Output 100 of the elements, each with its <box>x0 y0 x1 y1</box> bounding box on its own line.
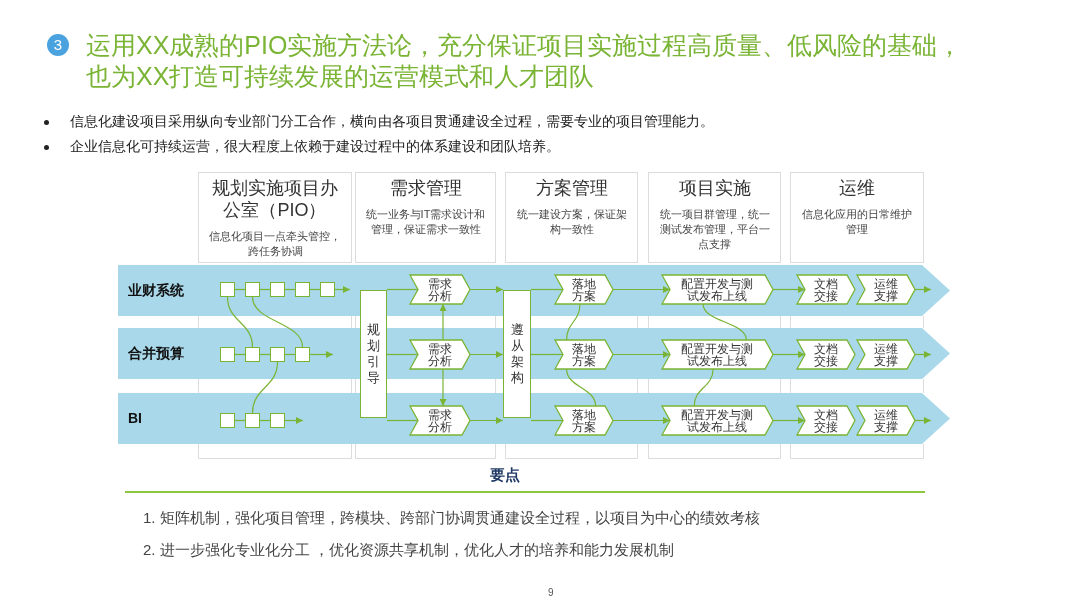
arrow <box>772 351 806 358</box>
step-label: 文档交接 <box>813 277 839 302</box>
step-label: 运维支撑 <box>873 408 899 433</box>
stage-heading: 方案管理 <box>535 177 609 199</box>
connector-line <box>234 353 246 356</box>
arrow <box>914 351 932 358</box>
step-label: 运维支撑 <box>873 342 899 367</box>
step-label: 文档交接 <box>813 342 839 367</box>
arrow <box>309 351 334 358</box>
step-label: 文档交接 <box>813 408 839 433</box>
box-label: 遵从架构 <box>510 321 524 387</box>
connector-line <box>702 303 747 341</box>
stage-heading: 项目实施 <box>678 177 752 199</box>
connector-line <box>251 296 304 348</box>
connector-line <box>530 288 564 291</box>
step-label: 落地方案 <box>571 408 597 433</box>
stage-heading: 需求管理 <box>388 177 463 199</box>
connector-line <box>259 353 271 356</box>
arrow <box>612 417 671 424</box>
step-label: 需求分析 <box>427 277 453 302</box>
step-label: 落地方案 <box>571 342 597 367</box>
connector-line <box>693 368 714 407</box>
arrow <box>612 286 671 293</box>
step-square <box>220 413 235 428</box>
bullet-text: 企业信息化可持续运营，很大程度上依赖于建设过程中的体系建设和团队培养。 <box>70 138 560 156</box>
stage-panel <box>198 172 352 263</box>
guide-box <box>360 290 387 418</box>
step-square <box>295 282 310 297</box>
process-box <box>662 275 773 304</box>
step-square <box>245 347 260 362</box>
connector-line <box>234 419 246 422</box>
connector-line <box>530 419 564 422</box>
page-number: 9 <box>548 587 554 598</box>
stage-heading: 规划实施项目办公室（PIO） <box>211 177 339 221</box>
box-label: 规划引导 <box>367 321 380 387</box>
stage-panel <box>355 172 496 263</box>
lane-label: 合并预算 <box>128 344 184 363</box>
connector-line <box>386 419 419 422</box>
connector-line <box>259 419 271 422</box>
stage-panel <box>648 172 781 263</box>
stage-description: 统一项目群管理，统一测试发布管理，平台一点支撑 <box>658 207 771 252</box>
swimlane-band <box>118 393 950 444</box>
step-square <box>220 347 235 362</box>
connector-line <box>566 303 581 341</box>
connector-line <box>386 288 419 291</box>
step-square <box>320 282 335 297</box>
key-point-text: 1. 矩阵机制，强化项目管理，跨模块、跨部门协调贯通建设全过程，以项目为中心的绩效考核 <box>143 509 760 528</box>
step-label: 配置开发与测试发布上线 <box>680 277 755 302</box>
arrow <box>469 417 504 424</box>
step-number: 3 <box>47 34 69 56</box>
arrow <box>772 286 806 293</box>
arrow <box>284 417 304 424</box>
arrow <box>914 417 932 424</box>
connector-line <box>234 288 246 291</box>
connector-line <box>259 288 271 291</box>
stage-description: 统一业务与IT需求设计和管理，保证需求一致性 <box>365 207 486 237</box>
key-point-text: 2. 进一步强化专业化分工 ，优化资源共享机制，优化人才的培养和能力发展机制 <box>143 541 674 560</box>
connector-line <box>530 353 564 356</box>
lane-label: 业财系统 <box>128 281 184 300</box>
connector-line <box>226 296 254 348</box>
step-square <box>295 347 310 362</box>
step-label: 配置开发与测试发布上线 <box>680 408 755 433</box>
lane-label: BI <box>128 409 142 426</box>
step-square <box>270 282 285 297</box>
connector-line <box>309 288 321 291</box>
swimlane-band <box>118 265 950 316</box>
step-label: 需求分析 <box>427 408 453 433</box>
stage-panel <box>505 172 638 263</box>
stage-panel <box>790 172 924 263</box>
stage-heading: 运维 <box>838 177 876 199</box>
connector-line <box>386 353 419 356</box>
arrow <box>469 351 504 358</box>
stage-description: 统一建设方案，保证架构一致性 <box>515 207 628 237</box>
arrow <box>439 368 447 407</box>
step-square <box>245 413 260 428</box>
arrow <box>914 286 932 293</box>
step-label: 落地方案 <box>571 277 597 302</box>
arrow <box>469 286 504 293</box>
step-label: 配置开发与测试发布上线 <box>680 342 755 367</box>
step-label: 运维支撑 <box>873 277 899 302</box>
arrow <box>439 303 447 341</box>
step-square <box>245 282 260 297</box>
connector-line <box>284 288 296 291</box>
arrow <box>612 351 671 358</box>
stage-description: 信息化应用的日常维护管理 <box>801 207 913 237</box>
title: 运用XX成熟的PIO实施方法论，充分保证项目实施过程高质量、低风险的基础，也为XX打造可持续发展的运营模式和人才团队 <box>86 30 964 92</box>
guide-box <box>503 290 531 418</box>
connector-line <box>284 353 296 356</box>
process-box <box>662 340 773 369</box>
bullet-text: 信息化建设项目采用纵向专业部门分工合作，横向由各项目贯通建设全过程，需要专业的项目管理能力。 <box>70 113 714 131</box>
process-box <box>662 406 773 435</box>
arrow <box>772 417 806 424</box>
stage-description: 信息化项目一点牵头管控，跨任务协调 <box>208 229 342 259</box>
connector-line <box>251 361 279 414</box>
section-heading: 要点 <box>490 466 520 485</box>
connector-line <box>566 368 597 407</box>
arrow <box>334 286 351 293</box>
step-square <box>220 282 235 297</box>
step-label: 需求分析 <box>427 342 453 367</box>
step-square <box>270 347 285 362</box>
